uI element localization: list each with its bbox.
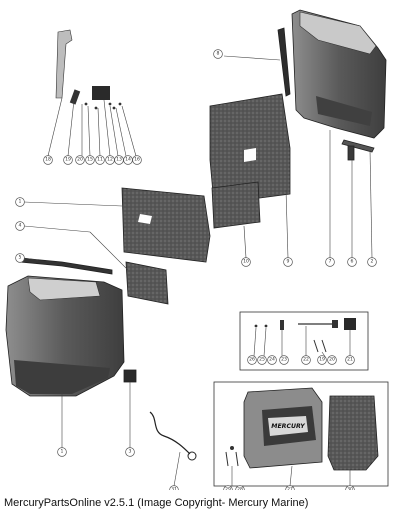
callout-31: 31 (169, 485, 179, 491)
svg-text:23: 23 (281, 357, 287, 363)
svg-text:18: 18 (45, 157, 51, 163)
svg-text:27: 27 (287, 487, 293, 491)
callout-4: 4 (15, 221, 25, 231)
brand-plate-text: MERCURY (271, 423, 305, 430)
svg-text:9: 9 (287, 259, 290, 265)
svg-text:7: 7 (329, 259, 332, 265)
svg-text:1: 1 (19, 199, 22, 205)
svg-text:4: 4 (19, 223, 22, 229)
callout-8: 8 (213, 49, 223, 59)
small-parts-box (239, 311, 369, 371)
svg-text:10: 10 (243, 259, 249, 265)
svg-text:24: 24 (269, 357, 275, 363)
callout-25: 25 (257, 355, 267, 365)
svg-text:11: 11 (97, 157, 103, 163)
parts-diagram: MERCURY (5, 9, 389, 491)
callout-2: 2 (367, 257, 377, 267)
callout-29: 29 (223, 485, 233, 491)
cowl-top-half (277, 9, 387, 139)
svg-text:25: 25 (259, 357, 265, 363)
leader-lines (23, 55, 373, 487)
callout-20b: 20 (327, 355, 337, 365)
bracket-part (55, 29, 73, 99)
callout-16: 16 (132, 155, 142, 165)
svg-text:21: 21 (347, 357, 353, 363)
hardware-cluster (69, 86, 122, 110)
svg-text:19: 19 (319, 357, 325, 363)
callout-30: 30 (345, 485, 355, 491)
callout-14: 14 (123, 155, 133, 165)
copyright-caption: MercuryPartsOnline v2.5.1 (Image Copyrig… (4, 497, 309, 509)
svg-text:20: 20 (329, 357, 335, 363)
svg-text:8: 8 (217, 51, 220, 57)
seal-strip (341, 139, 375, 161)
callout-3: 3 (125, 447, 135, 457)
callout-1: 1 (15, 197, 25, 207)
svg-text:13: 13 (116, 157, 122, 163)
svg-text:14: 14 (125, 157, 131, 163)
callouts: 18 19 20 15 11 12 13 14 16 8 1 4 5 10 9 … (15, 49, 377, 491)
sound-pad (209, 93, 291, 229)
callout-26: 26 (247, 355, 257, 365)
svg-text:28: 28 (237, 487, 243, 491)
svg-text:12: 12 (107, 157, 113, 163)
svg-text:15: 15 (87, 157, 93, 163)
sound-pad-left (121, 187, 211, 305)
svg-text:19: 19 (65, 157, 71, 163)
cable-part (149, 411, 191, 455)
svg-text:20: 20 (77, 157, 83, 163)
cowl-bottom-half (5, 275, 137, 397)
svg-text:5: 5 (19, 255, 22, 261)
callout-10: 10 (241, 257, 251, 267)
strip-part (19, 257, 113, 275)
callout-19b: 19 (317, 355, 327, 365)
callout-5: 5 (15, 253, 25, 263)
callout-7: 7 (325, 257, 335, 267)
callout-6: 6 (347, 257, 357, 267)
svg-text:26: 26 (249, 357, 255, 363)
svg-text:30: 30 (347, 487, 353, 491)
nameplate-box: MERCURY (213, 381, 389, 487)
callout-9: 9 (283, 257, 293, 267)
callout-23: 23 (279, 355, 289, 365)
svg-text:16: 16 (134, 157, 140, 163)
callout-19: 19 (63, 155, 73, 165)
svg-text:3: 3 (129, 449, 132, 455)
svg-text:1: 1 (61, 449, 64, 455)
callout-24: 24 (267, 355, 277, 365)
callout-20: 20 (75, 155, 85, 165)
svg-text:22: 22 (303, 357, 309, 363)
svg-text:29: 29 (225, 487, 231, 491)
callout-13: 13 (114, 155, 124, 165)
svg-text:6: 6 (351, 259, 354, 265)
svg-text:31: 31 (171, 487, 177, 491)
callout-12: 12 (105, 155, 115, 165)
callout-21: 21 (345, 355, 355, 365)
callout-11: 11 (95, 155, 105, 165)
callout-15: 15 (85, 155, 95, 165)
callout-18: 18 (43, 155, 53, 165)
svg-text:2: 2 (371, 259, 374, 265)
callout-27: 27 (285, 485, 295, 491)
callout-22: 22 (301, 355, 311, 365)
callout-1b: 1 (57, 447, 67, 457)
cable-end (187, 451, 197, 461)
callout-28: 28 (235, 485, 245, 491)
